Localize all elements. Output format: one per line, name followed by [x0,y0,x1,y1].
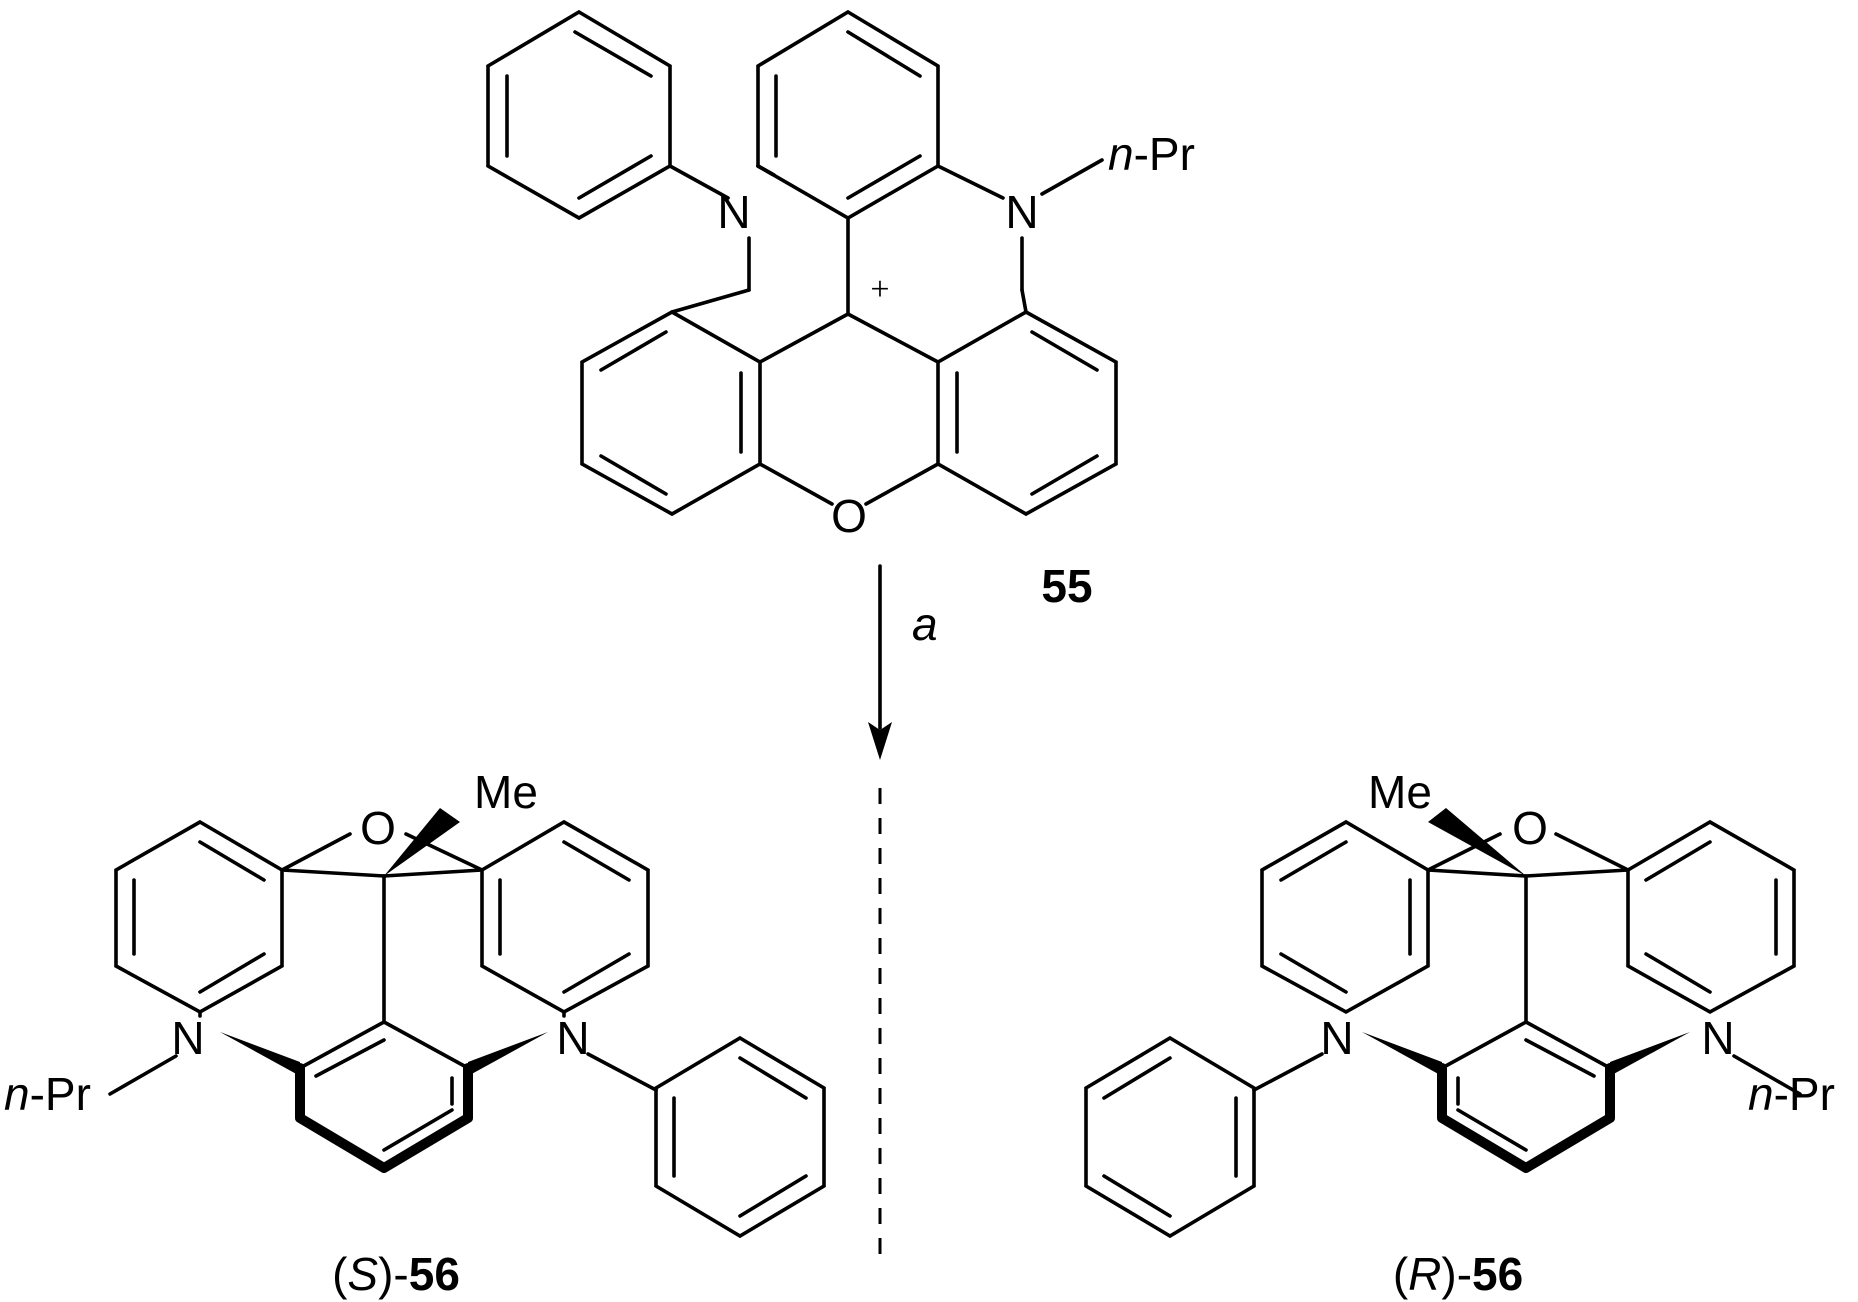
n-atom-s56-right: N [556,1012,589,1064]
n-atom-55-right: N [1005,186,1038,238]
product-s-56-structure: N N O Me n-Pr (S)-56 [4,766,826,1300]
npr-substituent-s56: n-Pr [4,1068,91,1120]
lower-right-ring-55 [936,288,1118,517]
oxygen-atom-55: O [831,490,867,542]
phenyl-ring-55 [486,9,730,221]
npr-substituent-55: n-Pr [1108,128,1195,180]
n-atom-55-left: N [717,186,750,238]
cation-charge: + [870,271,889,308]
product-r-56-label: (R)-56 [1393,1248,1523,1300]
product-r-56-structure: N N O Me n-Pr (R)-56 [1084,766,1835,1300]
compound-55-structure: N N O + n-Pr 55 [486,9,1195,612]
compound-55-label: 55 [1041,560,1092,612]
npr-substituent-r56: n-Pr [1748,1068,1835,1120]
oxygen-atom-r56: O [1512,802,1548,854]
n-atom-s56-left: N [171,1012,204,1064]
n-atom-r56-right: N [1701,1012,1734,1064]
reagent-label: a [912,598,938,650]
methyl-label-s56: Me [474,766,538,818]
reaction-arrow: a [868,564,938,760]
oxygen-atom-s56: O [360,802,396,854]
n-atom-r56-left: N [1320,1012,1353,1064]
product-s-56-label: (S)-56 [332,1248,460,1300]
lower-left-ring-55 [580,288,762,517]
methyl-label-r56: Me [1368,766,1432,818]
